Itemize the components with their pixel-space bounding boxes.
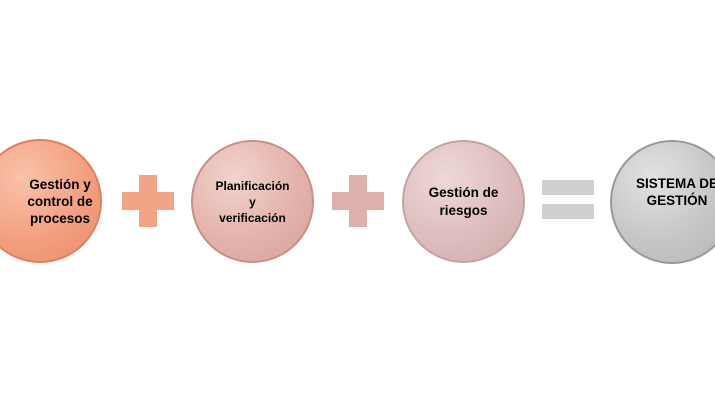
risk-management-circle: Gestión de riesgos [402,140,525,263]
planning-verification-circle: Planificación y verificación [191,140,314,263]
plus-icon [122,175,174,227]
equals-icon [542,180,594,220]
process-control-circle: Gestión y control de procesos [0,139,102,263]
risk-management-label: Gestión de riesgos [428,184,499,218]
process-control-label: Gestión y control de procesos [27,176,93,226]
plus-icon [332,175,384,227]
management-system-label: SISTEMA DE GESTIÓN [636,176,715,208]
management-system-circle: SISTEMA DE GESTIÓN [610,140,715,264]
planning-verification-label: Planificación y verificación [215,178,290,225]
